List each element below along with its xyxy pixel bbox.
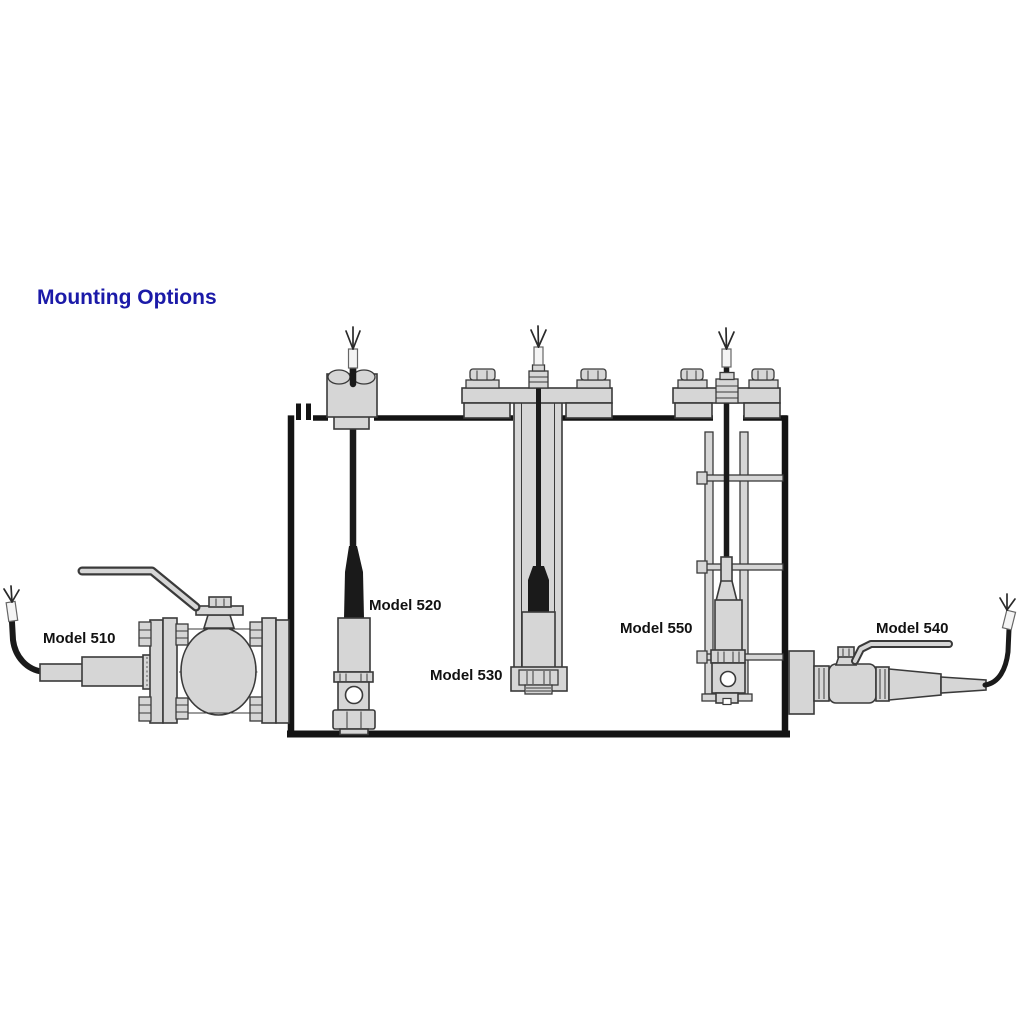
label-model-540: Model 540 [876, 620, 949, 637]
model-530-assembly [461, 325, 613, 695]
wire-leads-550 [718, 327, 735, 350]
sensor-probe-body-510 [81, 656, 145, 687]
valve-handle-540 [851, 640, 953, 665]
valve-flanges-510 [138, 617, 290, 724]
wire-leads-520 [345, 326, 361, 350]
ball-valve-body-540 [828, 663, 877, 704]
page-title: Mounting Options [37, 286, 217, 309]
valve-handle-510 [77, 566, 201, 612]
model-550-assembly [672, 327, 784, 706]
sensor-tip-540 [940, 676, 987, 694]
model-510-assembly [3, 566, 290, 724]
cord-grip-520 [326, 364, 378, 430]
cable-gland-530 [528, 364, 549, 389]
sensor-probe-tip-510 [39, 663, 84, 682]
sensor-530 [510, 566, 568, 695]
cable-gland-550 [715, 371, 739, 404]
model-540-assembly [788, 593, 1017, 715]
wire-leads-530 [530, 325, 547, 348]
wall-fitting-540 [788, 650, 815, 715]
sensor-550 [710, 556, 746, 706]
label-model-530: Model 530 [430, 667, 503, 684]
sensor-body-540 [888, 668, 942, 701]
sensor-520 [332, 546, 376, 736]
wire-leads-540 [999, 593, 1016, 611]
ball-valve-body-510 [180, 626, 257, 716]
label-model-510: Model 510 [43, 630, 116, 647]
label-model-520: Model 520 [369, 597, 442, 614]
label-model-550: Model 550 [620, 620, 693, 637]
wire-leads-510 [3, 585, 20, 603]
model-520-assembly [326, 326, 378, 736]
